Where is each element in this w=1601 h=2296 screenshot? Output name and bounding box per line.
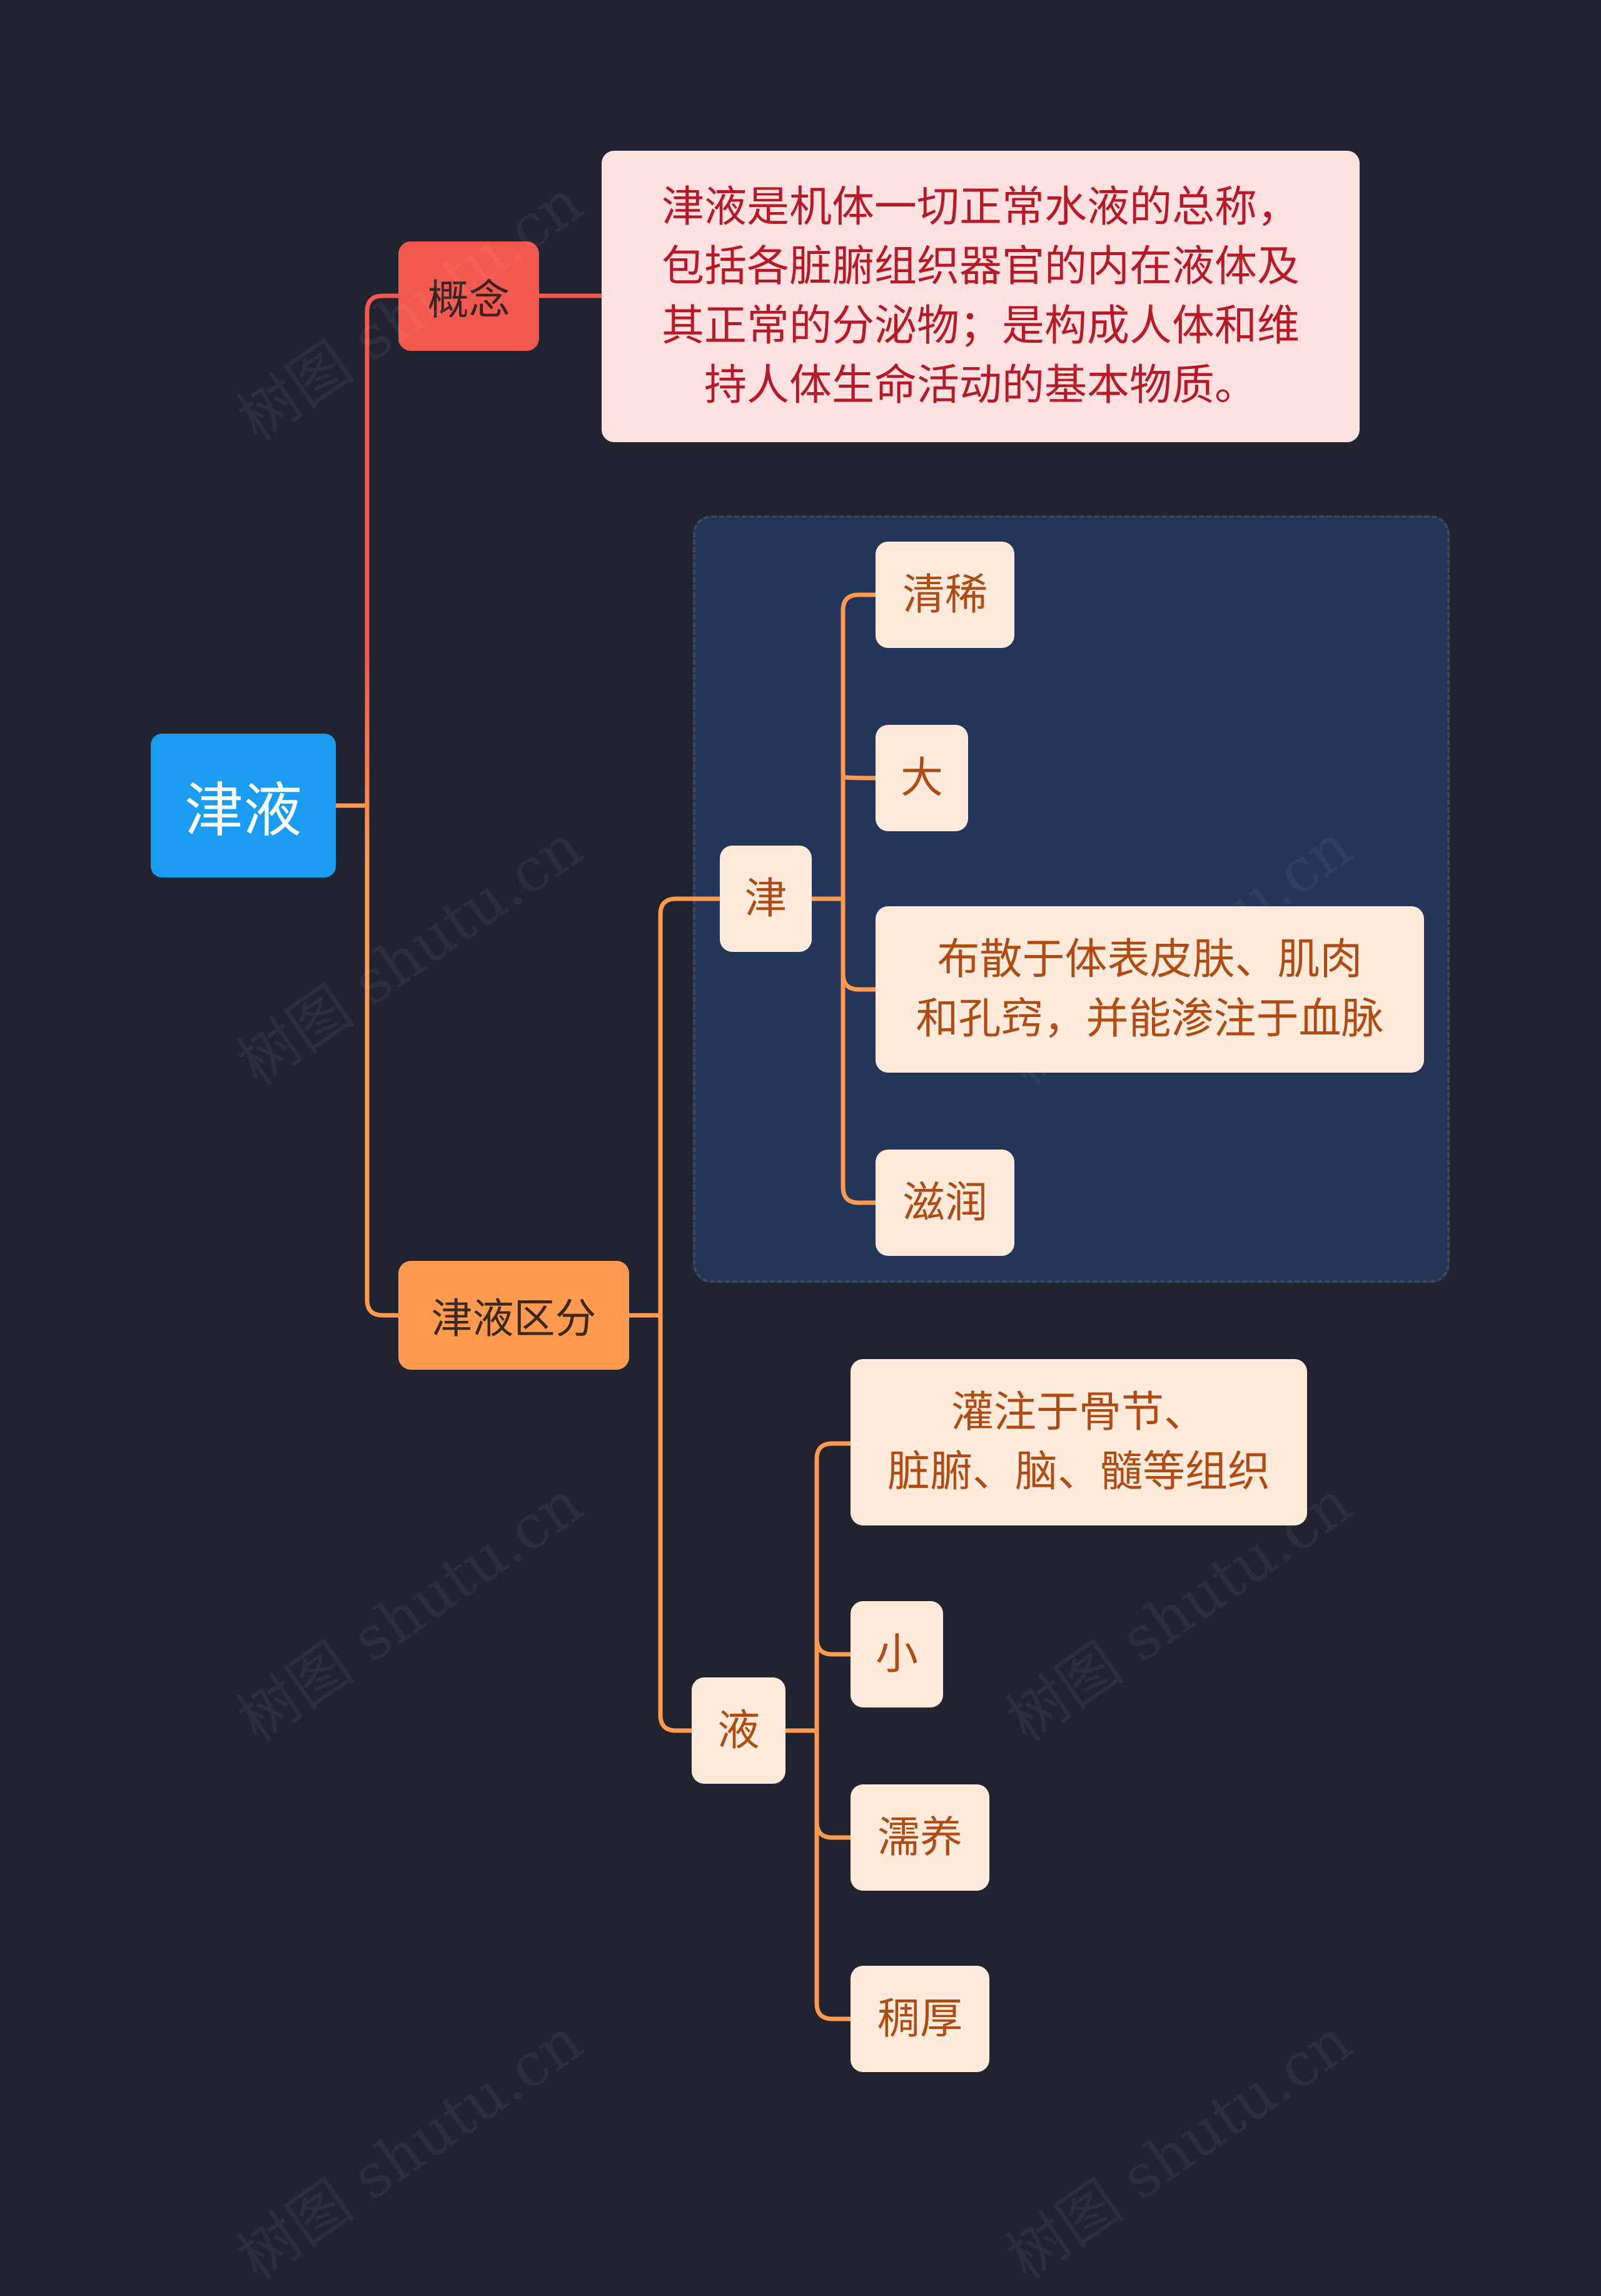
concept-definition-node[interactable]: 津液是机体一切正常水液的总称， 包括各脏腑组织器官的内在液体及 其正常的分泌物；… xyxy=(602,151,1360,442)
root-node[interactable]: 津液 xyxy=(151,734,336,877)
jin-item-node[interactable]: 大 xyxy=(876,725,968,831)
ye-item-node[interactable]: 小 xyxy=(851,1601,943,1707)
jin-item-node[interactable]: 布散于体表皮肤、肌肉 和孔窍，并能渗注于血脉 xyxy=(876,906,1424,1073)
jin-item-node[interactable]: 滋润 xyxy=(876,1150,1014,1256)
concept-node[interactable]: 概念 xyxy=(398,241,539,351)
jin-node[interactable]: 津 xyxy=(720,846,812,952)
link-ye-branch xyxy=(814,1441,853,2021)
connector-lines xyxy=(333,293,878,2021)
ye-node[interactable]: 液 xyxy=(692,1677,785,1784)
jin-item-node[interactable]: 清稀 xyxy=(876,542,1014,648)
ye-item-node[interactable]: 灌注于骨节、 脏腑、脑、髓等组织 xyxy=(851,1359,1307,1525)
ye-item-node[interactable]: 濡养 xyxy=(851,1784,989,1891)
link-distinction-branch xyxy=(658,896,722,1733)
distinction-node[interactable]: 津液区分 xyxy=(398,1261,629,1370)
link-trunk xyxy=(365,293,401,1318)
link-jin-branch xyxy=(841,592,878,1205)
mindmap-canvas: 津液 概念 津液是机体一切正常水液的总称， 包括各脏腑组织器官的内在液体及 其正… xyxy=(151,151,1450,2293)
ye-item-node[interactable]: 稠厚 xyxy=(851,1966,989,2072)
